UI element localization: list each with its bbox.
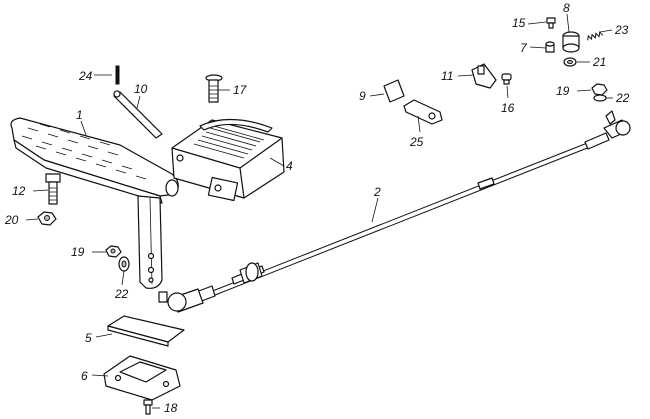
part-8-knob (562, 31, 580, 53)
part-10-pin (113, 90, 163, 139)
part-4-step-bracket (171, 118, 285, 202)
part-22-washer-left (118, 256, 130, 272)
part-18-screw (143, 399, 153, 415)
part-12-bolt (45, 173, 61, 205)
callout-2: 2 (373, 185, 381, 199)
part-6-plate (103, 355, 181, 401)
callout-9: 9 (359, 89, 366, 103)
callout-7: 7 (520, 41, 528, 55)
callout-labels: 1 2 4 5 6 7 8 9 10 11 12 15 16 17 18 19 … (4, 1, 630, 415)
callout-25: 25 (409, 135, 424, 149)
callout-21: 21 (592, 55, 606, 69)
callout-19-left: 19 (71, 245, 85, 259)
part-16-screw (501, 73, 512, 85)
callout-23: 23 (614, 23, 629, 37)
callout-16: 16 (501, 101, 515, 115)
callout-22-right: 22 (615, 91, 630, 105)
callout-18: 18 (164, 401, 178, 415)
part-24-pin (115, 65, 120, 85)
part-20-nut (37, 211, 57, 226)
callout-6: 6 (81, 369, 88, 383)
callout-11: 11 (441, 69, 453, 83)
callout-22-left: 22 (114, 287, 129, 301)
part-22-washer-right (593, 94, 607, 102)
part-19-nut-left (105, 245, 122, 258)
callout-24: 24 (78, 69, 93, 83)
part-9-clip (383, 79, 405, 103)
part-17-bolt (205, 74, 223, 103)
callout-12: 12 (12, 184, 26, 198)
part-19-nut-right (591, 83, 608, 96)
callout-19-right: 19 (556, 84, 570, 98)
callout-1: 1 (76, 108, 83, 122)
callout-17: 17 (233, 83, 248, 97)
callout-8: 8 (563, 1, 570, 15)
part-25-clamp (403, 99, 443, 125)
callout-5: 5 (85, 331, 92, 345)
part-15-screw (546, 17, 556, 29)
part-2-control-rod (158, 110, 631, 313)
part-7-sleeve (545, 41, 555, 53)
callout-15: 15 (512, 16, 526, 30)
part-5-pad (107, 315, 185, 347)
leader-lines (25, 13, 613, 409)
callout-10: 10 (134, 82, 148, 96)
part-1-footrest-pedal (10, 117, 179, 289)
callout-20: 20 (4, 213, 19, 227)
callout-4: 4 (286, 159, 293, 173)
part-21-washer (563, 57, 577, 67)
part-23-spring (587, 31, 604, 41)
part-11-cable-guide (471, 63, 497, 89)
